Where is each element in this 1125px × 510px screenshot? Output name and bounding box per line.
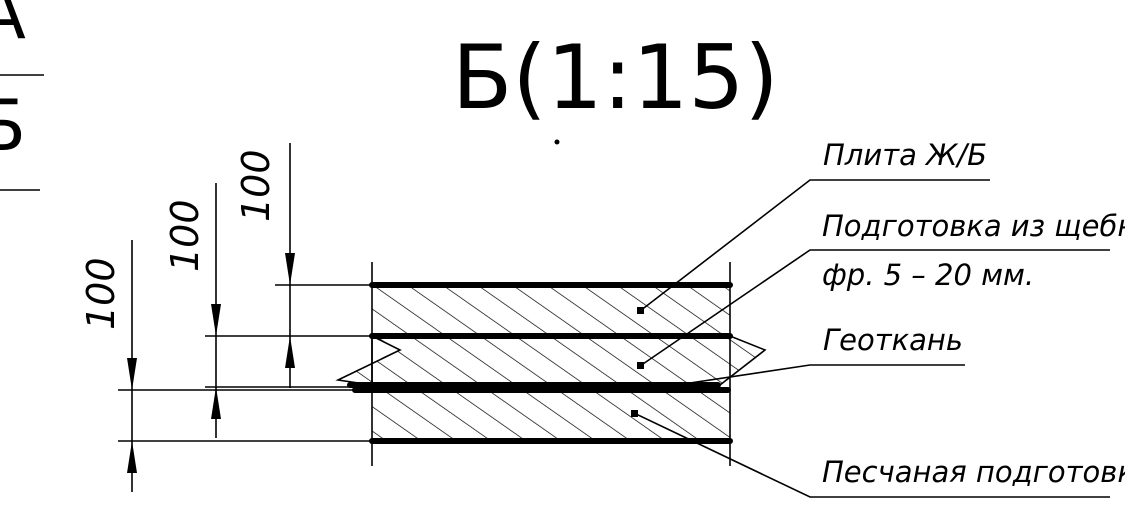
gravel-leader [639, 249, 1110, 367]
dimension-arrow [211, 387, 221, 419]
center-dot [554, 139, 560, 145]
section-title: Б(1:15) [452, 26, 779, 129]
gravel-right-edge [719, 335, 767, 386]
sand-layer-hatch [372, 390, 730, 441]
dimension-text: 100 [234, 149, 278, 222]
dimension-text: 100 [79, 257, 123, 330]
slab-layer-hatch [372, 285, 730, 336]
gravel-layer-hatch [338, 336, 765, 385]
geotextile-label: Геоткань [823, 323, 963, 357]
gravel-label-line2: фр. 5 – 20 мм. [822, 258, 1034, 292]
sand-label: Песчаная подготовка [822, 455, 1125, 489]
slab-leader [639, 179, 990, 312]
dimension-arrow [285, 253, 295, 285]
dimension-text: 100 [163, 199, 207, 272]
sand-leader [633, 412, 1110, 498]
section-mark-bottom: Б [0, 85, 26, 167]
dimension-arrow [211, 304, 221, 336]
dimension-arrow [127, 358, 137, 390]
dimension-arrow [285, 336, 295, 368]
dimension-arrow [127, 441, 137, 473]
slab-label: Плита Ж/Б [823, 138, 987, 172]
section-mark-top: А [0, 0, 26, 55]
geotextile-leader [689, 364, 965, 384]
gravel-label-line1: Подготовка из щебня [822, 209, 1125, 243]
